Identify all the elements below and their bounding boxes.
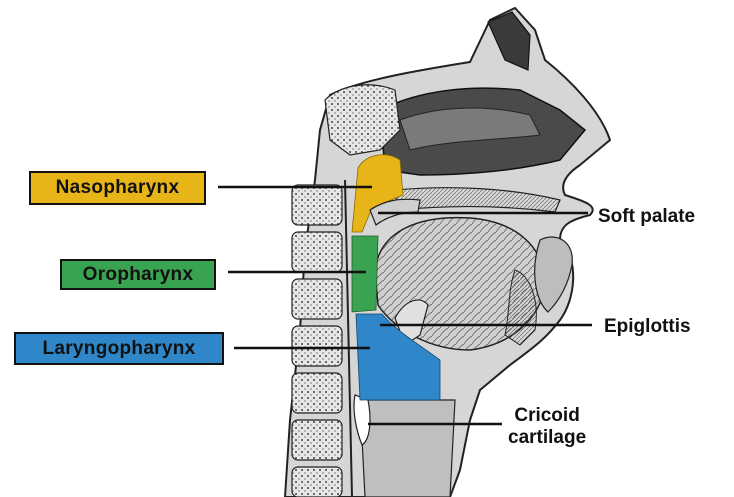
cricoid-label-line1: Cricoid — [508, 405, 586, 427]
nasopharynx-label: Nasopharynx — [29, 171, 206, 205]
larynx — [360, 400, 455, 497]
cricoid-label-line2: cartilage — [508, 427, 586, 449]
cricoid-cartilage-label: Cricoid cartilage — [508, 405, 586, 449]
oropharynx-region — [352, 236, 378, 312]
soft-palate-label: Soft palate — [598, 206, 695, 228]
epiglottis-label: Epiglottis — [604, 316, 691, 338]
oropharynx-label: Oropharynx — [60, 259, 216, 290]
laryngopharynx-label: Laryngopharynx — [14, 332, 224, 365]
